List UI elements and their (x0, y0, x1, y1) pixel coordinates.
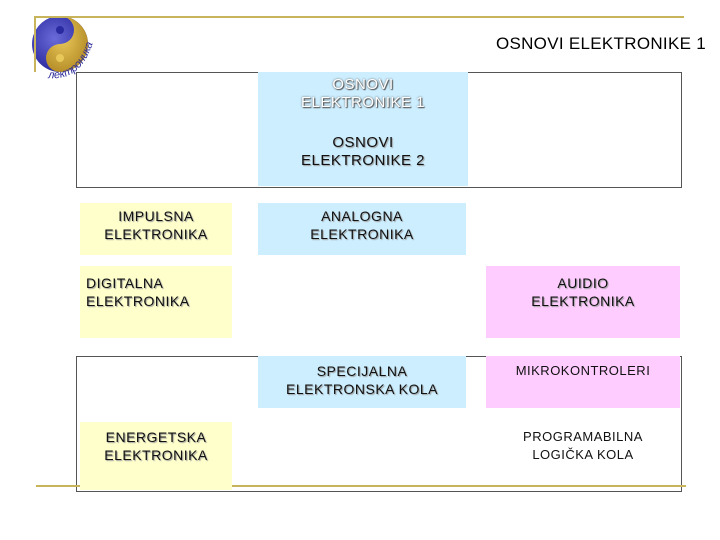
box-programabilna-line-1: PROGRAMABILNA (523, 429, 643, 444)
box-osnovi-2-line-1: OSNOVI (332, 134, 394, 151)
box-impulsna-line-1: IMPULSNA (118, 208, 194, 224)
box-digitalna-line-1: DIGITALNA (86, 275, 164, 291)
box-programabilna-line-2: LOGIČKA KOLA (532, 447, 634, 462)
box-programabilna-logicka-kola: PROGRAMABILNA LOGIČKA KOLA (486, 424, 680, 476)
box-osnovi-1-line-2: ELEKTRONIKE 1 (300, 94, 426, 111)
box-digitalna-elektronika: DIGITALNA ELEKTRONIKA (80, 266, 232, 338)
top-rule (34, 16, 684, 18)
box-analogna-line-1: ANALOGNA (321, 208, 403, 224)
box-analogna-line-2: ELEKTRONIKA (310, 226, 414, 242)
box-energetska-line-1: ENERGETSKA (105, 429, 207, 445)
box-digitalna-line-2: ELEKTRONIKA (86, 293, 190, 309)
box-specijalna-line-1: SPECIJALNA (316, 363, 408, 379)
box-osnovi-elektronike-2: OSNOVI ELEKTRONIKE 2 (258, 128, 468, 186)
box-specijalna-elektronska-kola: SPECIJALNA ELEKTRONSKA KOLA (258, 356, 466, 408)
box-specijalna-line-2: ELEKTRONSKA KOLA (286, 381, 438, 397)
logo: лектроника (26, 12, 106, 84)
bottom-rule (36, 485, 686, 487)
top-rule-vertical (34, 16, 36, 72)
box-impulsna-line-2: ELEKTRONIKA (104, 226, 208, 242)
box-osnovi-elektronike-1: OSNOVI ELEKTRONIKE 1 (258, 72, 468, 128)
box-audio-elektronika: AUIDIO ELEKTRONIKA (486, 266, 680, 338)
box-energetska-elektronika: ENERGETSKA ELEKTRONIKA (80, 422, 232, 490)
box-impulsna-elektronika: IMPULSNA ELEKTRONIKA (80, 203, 232, 255)
box-mikrokontroleri-line-1: MIKROKONTROLERI (515, 363, 651, 378)
box-audio-line-1: AUIDIO (557, 275, 609, 291)
box-audio-line-2: ELEKTRONIKA (531, 293, 635, 309)
box-osnovi-1-line-1: OSNOVI (332, 76, 394, 93)
yin-yang-logo-icon (32, 16, 88, 72)
box-osnovi-2-line-2: ELEKTRONIKE 2 (300, 152, 426, 169)
box-analogna-elektronika: ANALOGNA ELEKTRONIKA (258, 203, 466, 255)
box-mikrokontroleri: MIKROKONTROLERI (486, 356, 680, 408)
box-energetska-line-2: ELEKTRONIKA (104, 447, 208, 463)
page-title: OSNOVI ELEKTRONIKE 1 (495, 34, 706, 53)
